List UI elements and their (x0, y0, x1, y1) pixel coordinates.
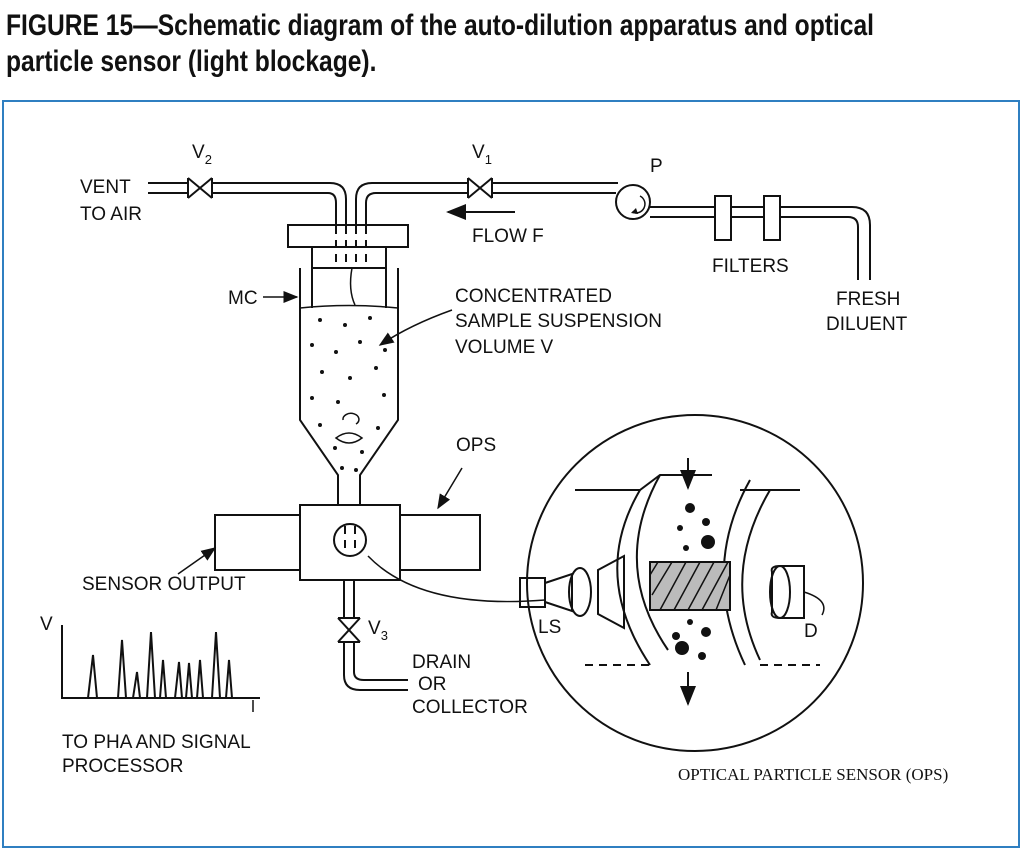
ls-label: LS (538, 617, 561, 638)
concentrated-label-line3: VOLUME V (455, 337, 554, 358)
drain-label-line3: COLLECTOR (412, 697, 528, 718)
drain-label-line2: OR (418, 674, 447, 695)
pha-label-line2: PROCESSOR (62, 756, 183, 777)
caption-line-2: particle sensor (light blockage). (6, 45, 377, 78)
filter-line (650, 195, 871, 280)
vent-pipe (148, 182, 347, 228)
concentrated-label-line1: CONCENTRATED (455, 286, 612, 307)
fresh-diluent-line2: DILUENT (826, 314, 908, 335)
valve-v1 (467, 177, 493, 199)
v1-label: V1 (472, 142, 492, 167)
mc-label: MC (228, 288, 258, 309)
concentrated-label-line2: SAMPLE SUSPENSION (455, 311, 662, 332)
inlet-pipe (355, 182, 618, 228)
signal-plot (61, 625, 260, 712)
caption-line-1: FIGURE 15—Schematic diagram of the auto-… (6, 9, 874, 42)
filters-label: FILTERS (712, 256, 789, 277)
stirrer (334, 412, 364, 444)
suspension-particles (310, 316, 387, 472)
ops-label: OPS (456, 435, 496, 456)
ops-magnified-view (519, 414, 864, 752)
sensor-output-label: SENSOR OUTPUT (82, 574, 246, 595)
pointer-lines (177, 291, 546, 603)
pha-label-line1: TO PHA AND SIGNAL (62, 732, 251, 753)
v2-label: V2 (192, 142, 212, 167)
valve-v2 (187, 177, 213, 199)
vent-label-line1: VENT (80, 177, 131, 198)
figure-frame (2, 100, 1020, 848)
pump-p (615, 184, 651, 220)
v3-label: V3 (368, 618, 388, 643)
ops-particles (672, 503, 715, 660)
pump-label: P (650, 156, 663, 177)
d-label: D (804, 621, 818, 642)
figure-caption: FIGURE 15—Schematic diagram of the auto-… (6, 8, 874, 80)
drain-pipe (337, 580, 408, 691)
drain-label-line1: DRAIN (412, 652, 471, 673)
ops-housing (214, 504, 481, 581)
vent-label-line2: TO AIR (80, 204, 142, 225)
v-axis-label: V (40, 614, 53, 635)
flow-label: FLOW F (472, 226, 544, 247)
mixing-chamber (287, 224, 409, 505)
ops-caption: OPTICAL PARTICLE SENSOR (OPS) (678, 765, 948, 784)
fresh-diluent-line1: FRESH (836, 289, 900, 310)
